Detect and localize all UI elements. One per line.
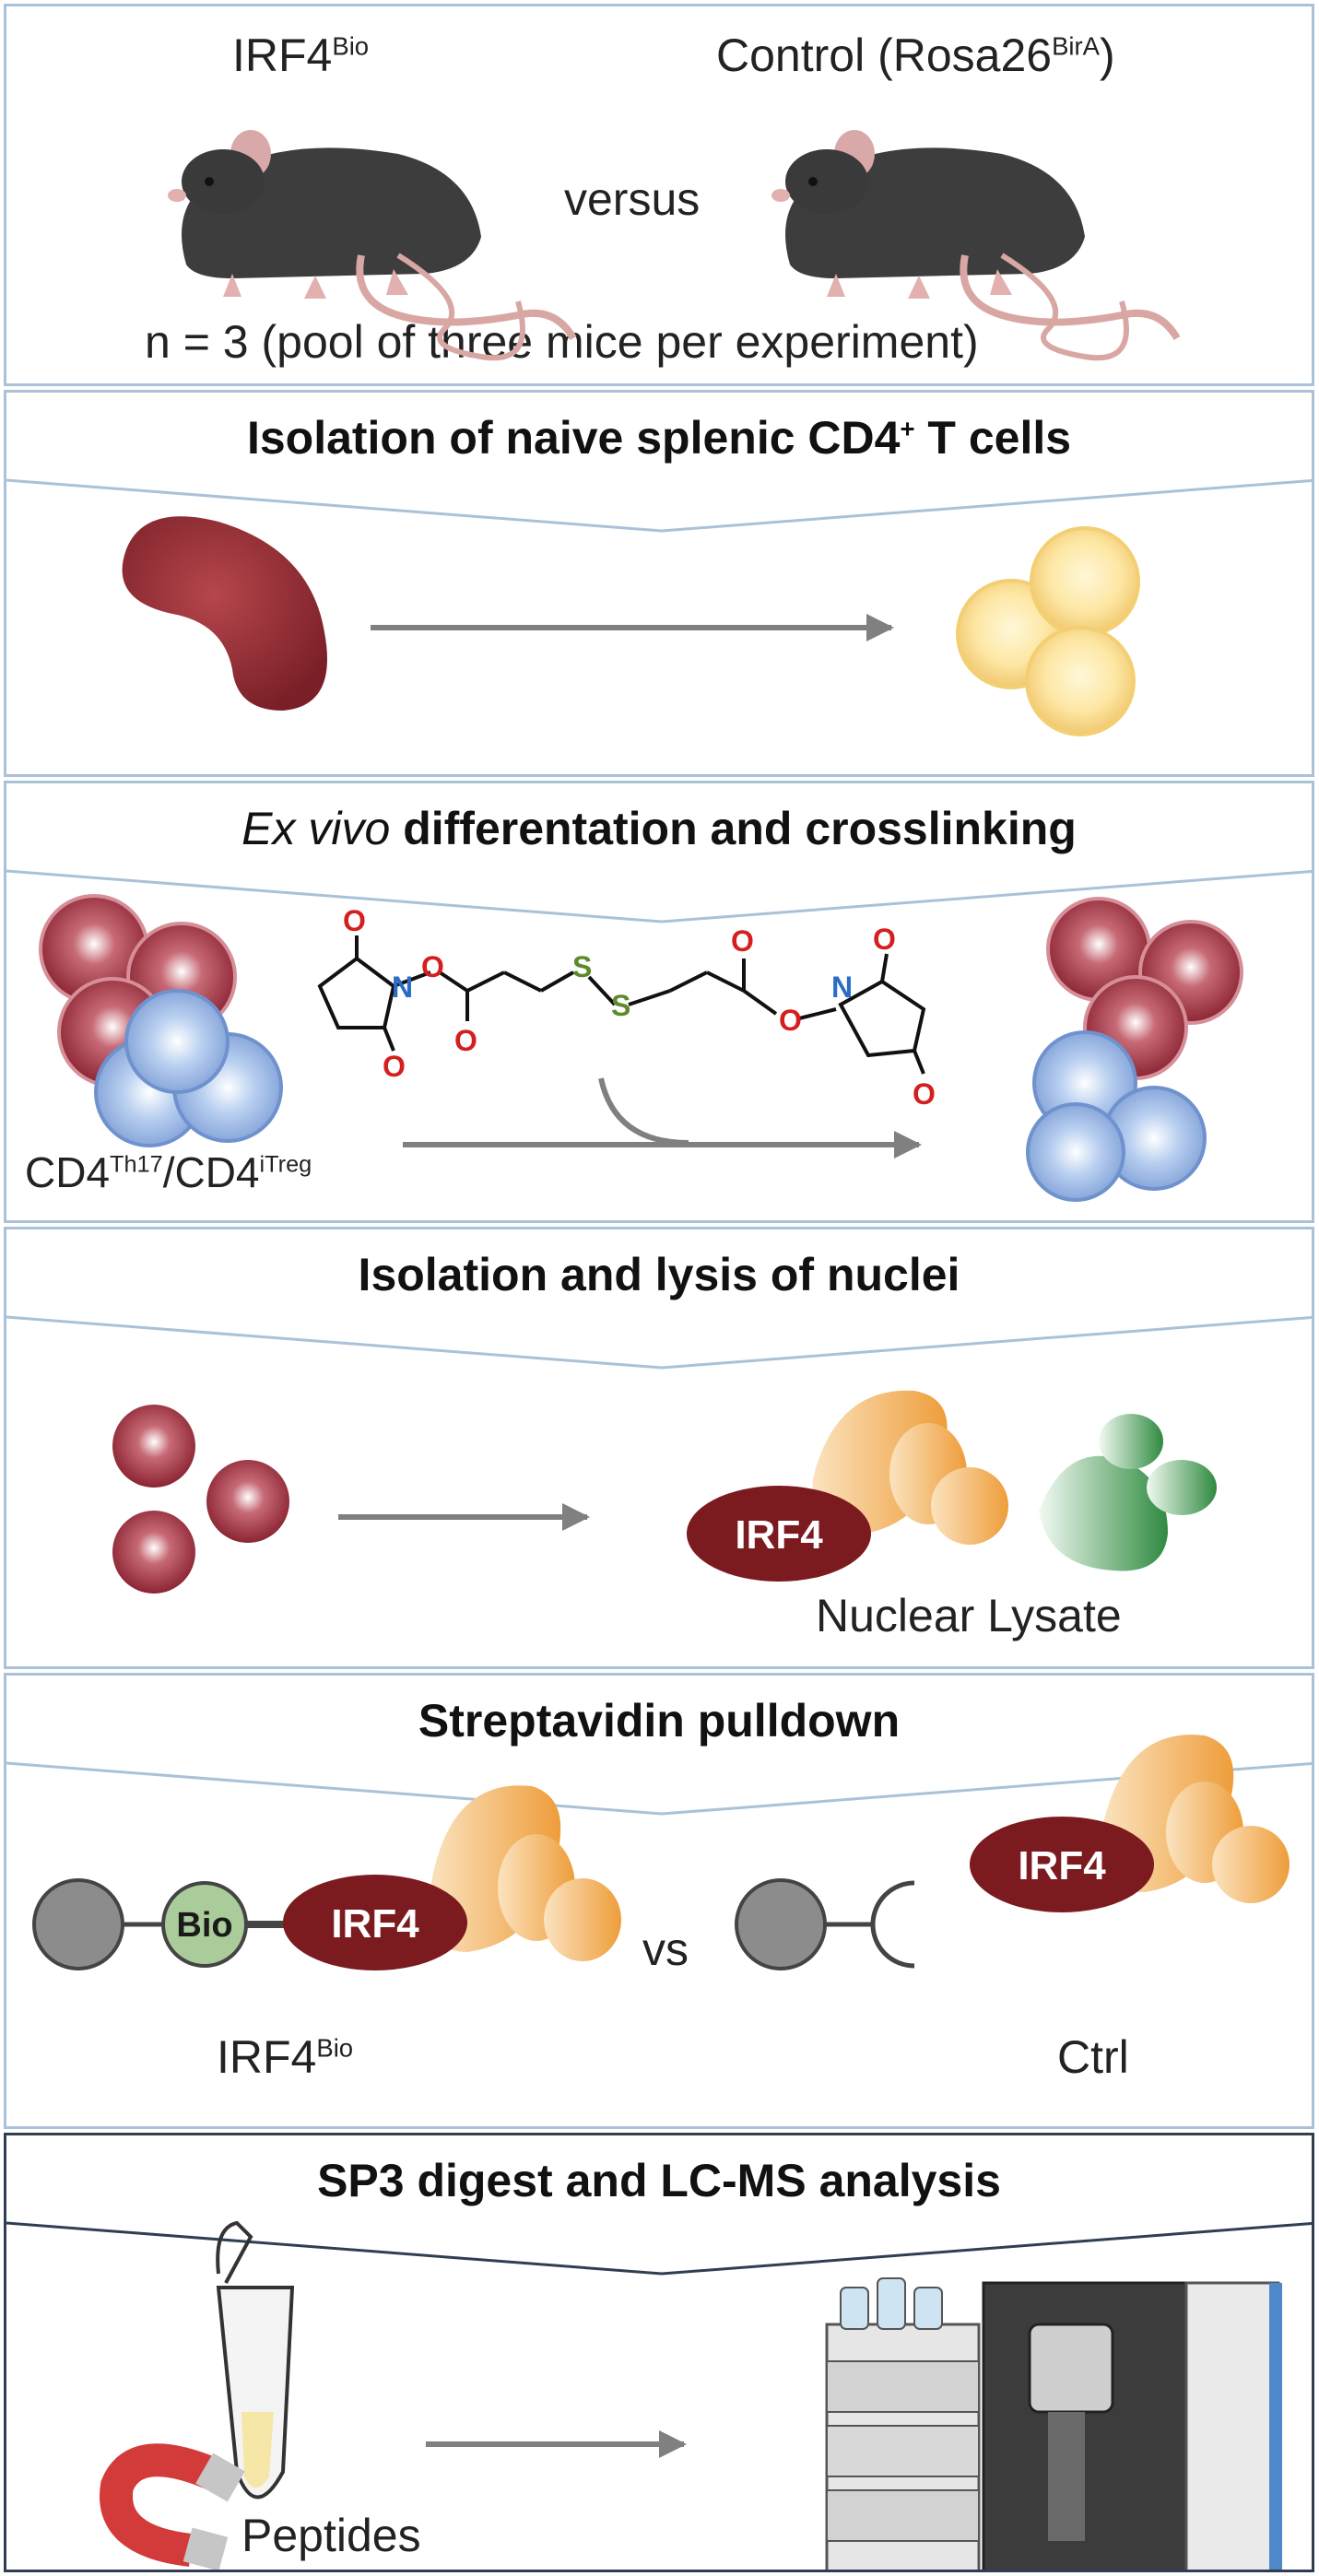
step-header-chevron <box>6 1315 1312 1370</box>
lc-system-icon <box>825 2277 981 2570</box>
step-title-pulldown: Streptavidin pulldown <box>418 1695 901 1747</box>
svg-text:O: O <box>454 1024 477 1057</box>
mouse-control <box>771 130 1181 361</box>
lysis-illustration: IRF4 <box>112 1390 1217 1594</box>
svg-text:O: O <box>731 924 754 958</box>
lysate-protein-green-icon <box>1039 1414 1217 1571</box>
mass-spectrometer-icon <box>982 2281 1282 2570</box>
step-header-chevron <box>6 1761 1312 1816</box>
step-title-crosslinking: Ex vivo differentation and crosslinking <box>241 803 1077 854</box>
nuclear-lysate-label: Nuclear Lysate <box>816 1590 1122 1641</box>
step-crosslinking-panel: Ex vivo differentation and crosslinking <box>4 781 1314 1223</box>
mixed-t-cells-right <box>1026 897 1243 1202</box>
step-lcms-panel: SP3 digest and LC-MS analysis <box>4 2133 1314 2572</box>
step-title-lcms: SP3 digest and LC-MS analysis <box>317 2155 1001 2206</box>
interactor-complex-icon <box>812 1390 1008 1545</box>
tube-icon <box>216 2220 295 2500</box>
t-cell-subset-label: CD4Th17/CD4iTreg <box>25 1148 312 1196</box>
irf4bio-caption: IRF4Bio <box>217 2031 354 2083</box>
strain-label-irf4bio: IRF4Bio <box>232 29 370 81</box>
step-title-isolation: Isolation of naive splenic CD4+ T cells <box>246 412 1072 464</box>
irf4-protein <box>687 1486 871 1582</box>
irf4-protein-ctrl <box>970 1817 1154 1912</box>
pulldown-illustration: Bio IRF4 IRF4 <box>32 1735 1290 1970</box>
svg-text:O: O <box>913 1077 936 1111</box>
peptides-label: Peptides <box>241 2510 421 2561</box>
step-lysis-panel: Isolation and lysis of nuclei IRF4 Nucle… <box>4 1227 1314 1669</box>
step-header-chevron <box>6 869 1312 923</box>
reaction-arrow-curve <box>598 1077 689 1146</box>
svg-text:O: O <box>421 950 444 983</box>
svg-text:O: O <box>779 1004 802 1037</box>
svg-text:O: O <box>873 923 896 956</box>
mouse-irf4bio <box>168 130 577 361</box>
step-pulldown-panel: Streptavidin pulldown Bio IRF4 IRF4 vs <box>4 1673 1314 2129</box>
svg-text:O: O <box>343 904 366 937</box>
step-header-chevron <box>6 2221 1312 2276</box>
dsp-crosslinker-structure <box>317 935 926 1075</box>
dsp-atom-labels: O O N O O S S O O N O O <box>343 904 936 1111</box>
magnet-icon <box>100 2443 245 2570</box>
isolation-illustration <box>122 516 1140 736</box>
spleen-icon <box>122 516 327 711</box>
nuclei-icon <box>112 1405 289 1594</box>
step-header-chevron <box>6 393 1312 533</box>
ctrl-caption: Ctrl <box>1057 2031 1129 2083</box>
crosslinking-illustration: O O N O O S S O O N O O <box>39 894 1243 1202</box>
mice-illustration <box>168 130 1181 361</box>
svg-text:N: N <box>392 970 413 1004</box>
naive-cd4-cells-icon <box>956 526 1140 736</box>
irf4-protein-bio <box>283 1875 467 1970</box>
svg-text:S: S <box>572 950 592 983</box>
mouse-comparison-panel: IRF4Bio Control (Rosa26BirA) versus n = … <box>4 4 1314 386</box>
versus-label: versus <box>564 173 701 225</box>
biotin-label: Bio <box>176 1906 232 1945</box>
streptavidin-bead-bio <box>32 1878 292 1970</box>
strain-label-control: Control (Rosa26BirA) <box>716 29 1115 81</box>
vs-label: vs <box>642 1923 689 1975</box>
svg-text:S: S <box>611 989 630 1022</box>
step-title-lysis: Isolation and lysis of nuclei <box>358 1249 960 1300</box>
lcms-illustration <box>100 2220 1282 2570</box>
svg-text:O: O <box>383 1050 406 1083</box>
irf4-protein-ctrl-label: IRF4 <box>1018 1843 1106 1888</box>
irf4-protein-bio-label: IRF4 <box>331 1901 419 1947</box>
step-isolation-panel: Isolation of naive splenic CD4+ T cells <box>4 390 1314 777</box>
streptavidin-bead-ctrl <box>735 1878 915 1970</box>
irf4-protein-label: IRF4 <box>735 1512 823 1558</box>
mixed-t-cells-left <box>39 894 283 1147</box>
svg-text:N: N <box>831 970 853 1004</box>
